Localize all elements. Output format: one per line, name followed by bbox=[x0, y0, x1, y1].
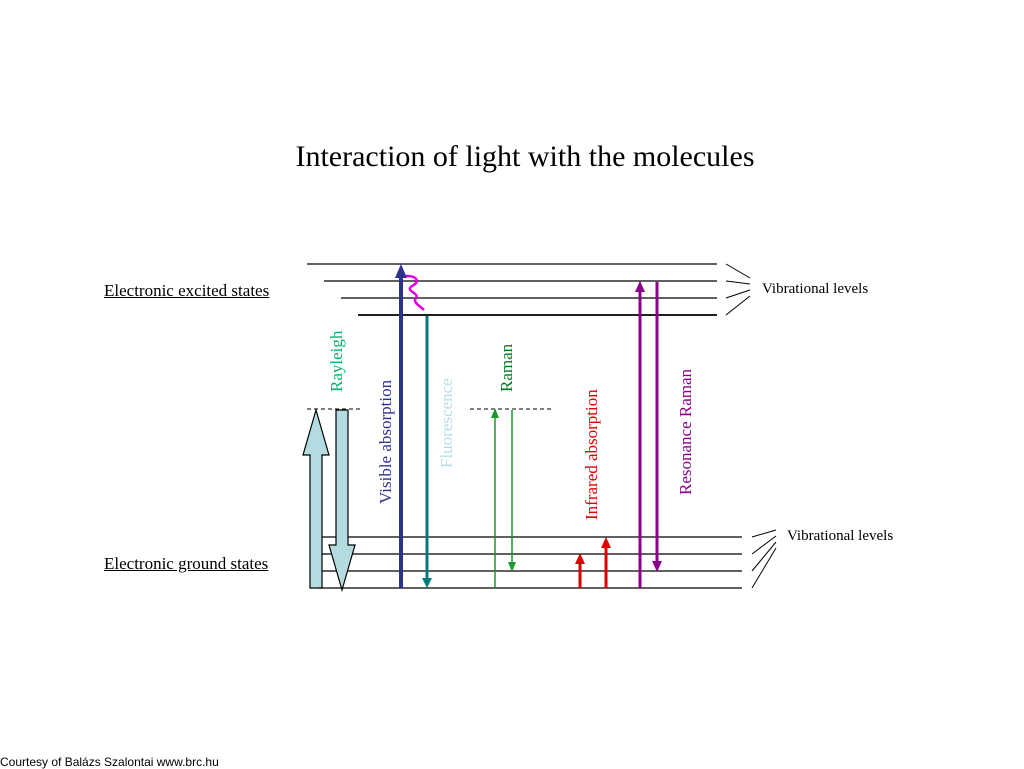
rayleigh-down-arrow bbox=[328, 409, 356, 593]
resonance-raman-down-arrowhead bbox=[652, 561, 662, 572]
infrared-arrowhead-2 bbox=[601, 537, 611, 548]
excited-bracket-lines bbox=[725, 263, 751, 316]
resonance-raman-label: Resonance Raman bbox=[676, 368, 695, 495]
fluorescence-label: Fluorescence bbox=[437, 378, 456, 468]
relaxation-squiggle bbox=[405, 274, 425, 311]
raman-down-arrowhead bbox=[508, 562, 516, 572]
infrared-arrowhead-1 bbox=[575, 553, 585, 564]
ground-vibrational-levels bbox=[318, 536, 742, 589]
rayleigh-arrows bbox=[302, 407, 356, 593]
visible-absorption-label: Visible absorption bbox=[376, 379, 395, 504]
raman-label: Raman bbox=[497, 343, 516, 392]
raman-up-arrowhead bbox=[491, 408, 499, 418]
credit-footer: Courtesy of Balázs Szalontai www.brc.hu bbox=[0, 755, 219, 769]
ground-states-label: Electronic ground states bbox=[104, 554, 269, 573]
fluorescence-arrowhead bbox=[422, 578, 432, 588]
infrared-absorption-label: Infrared absorption bbox=[582, 389, 601, 520]
vibrational-levels-bottom-label: Vibrational levels bbox=[787, 528, 894, 544]
vibrational-levels-top-label: Vibrational levels bbox=[762, 281, 869, 297]
slide-title: Interaction of light with the molecules bbox=[295, 140, 755, 173]
resonance-raman-up-arrowhead bbox=[635, 281, 645, 292]
excited-states-label: Electronic excited states bbox=[104, 281, 270, 300]
ground-bracket-lines bbox=[751, 529, 777, 589]
rayleigh-label: Rayleigh bbox=[327, 330, 346, 392]
visible-absorption-arrowhead bbox=[395, 264, 407, 278]
rayleigh-up-arrow bbox=[302, 407, 330, 589]
